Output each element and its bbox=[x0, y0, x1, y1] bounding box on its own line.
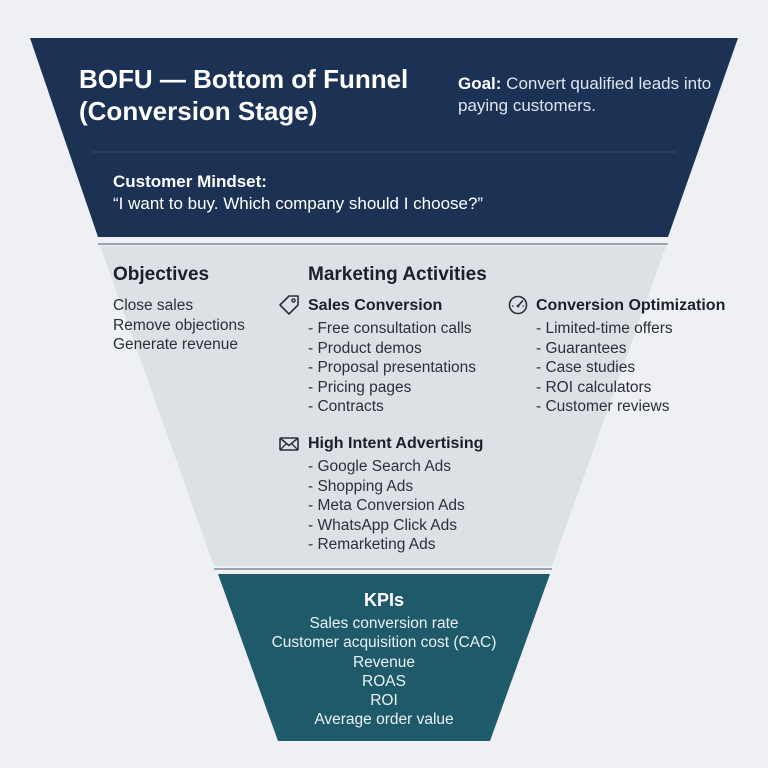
high-intent-advertising-heading: High Intent Advertising bbox=[308, 435, 484, 452]
kpi-item: Revenue bbox=[352, 653, 416, 671]
goal-label: Goal: bbox=[458, 74, 502, 93]
mindset-quote: “I want to buy. Which company should I c… bbox=[113, 194, 484, 213]
activity-item: - Shopping Ads bbox=[308, 477, 414, 495]
kpi-item: Customer acquisition cost (CAC) bbox=[271, 634, 497, 652]
page-title: BOFU — Bottom of Funnel (Conversion Stag… bbox=[79, 64, 409, 126]
conversion-optimization-heading: Conversion Optimization bbox=[536, 297, 726, 314]
activity-item: - ROI calculators bbox=[536, 378, 652, 396]
activity-item: - WhatsApp Click Ads bbox=[308, 516, 458, 534]
envelope-icon bbox=[279, 437, 299, 451]
funnel-middle-band bbox=[100, 246, 666, 566]
conversion-optimization-list: - Limited-time offers - Guarantees - Cas… bbox=[536, 319, 673, 417]
kpis-heading: KPIs bbox=[363, 590, 405, 610]
activity-item: - Customer reviews bbox=[536, 398, 670, 416]
gauge-icon bbox=[508, 295, 528, 315]
activity-item: - Meta Conversion Ads bbox=[308, 497, 465, 515]
mindset-heading: Customer Mindset: bbox=[113, 172, 267, 191]
activity-item: - Contracts bbox=[308, 398, 384, 416]
kpis-list: Sales conversion rate Customer acquisiti… bbox=[0, 614, 768, 730]
objectives-list: Close sales Remove objections Generate r… bbox=[113, 296, 245, 355]
activity-item: - Google Search Ads bbox=[308, 458, 452, 475]
kpi-item: ROAS bbox=[362, 672, 406, 690]
sales-conversion-heading: Sales Conversion bbox=[308, 297, 443, 314]
activity-item: - Case studies bbox=[536, 359, 636, 377]
kpi-item: ROI bbox=[370, 692, 398, 710]
activity-item: - Proposal presentations bbox=[308, 359, 477, 377]
funnel-top-band bbox=[30, 38, 738, 237]
objective-item: Remove objections bbox=[113, 316, 245, 334]
activity-item: - Pricing pages bbox=[308, 378, 412, 396]
activity-item: - Guarantees bbox=[536, 339, 627, 357]
activity-item: - Product demos bbox=[308, 339, 422, 357]
activity-item: - Free consultation calls bbox=[308, 320, 472, 337]
kpi-item: Average order value bbox=[314, 711, 454, 729]
objectives-heading: Objectives bbox=[113, 264, 210, 285]
activity-item: - Limited-time offers bbox=[536, 320, 673, 337]
funnel-bottom-band bbox=[218, 574, 550, 741]
activities-heading: Marketing Activities bbox=[308, 264, 487, 285]
high-intent-advertising-list: - Google Search Ads - Shopping Ads - Met… bbox=[308, 457, 465, 555]
kpi-item: Sales conversion rate bbox=[309, 615, 459, 632]
tag-icon bbox=[279, 295, 299, 315]
goal-description: Convert qualified leads into paying cust… bbox=[458, 74, 712, 115]
sales-conversion-list: - Free consultation calls - Product demo… bbox=[308, 319, 476, 417]
activity-item: - Remarketing Ads bbox=[308, 536, 436, 554]
objective-item: Generate revenue bbox=[113, 336, 238, 354]
goal-text: Goal: Convert qualified leads into payin… bbox=[458, 73, 718, 117]
objective-item: Close sales bbox=[113, 297, 194, 314]
